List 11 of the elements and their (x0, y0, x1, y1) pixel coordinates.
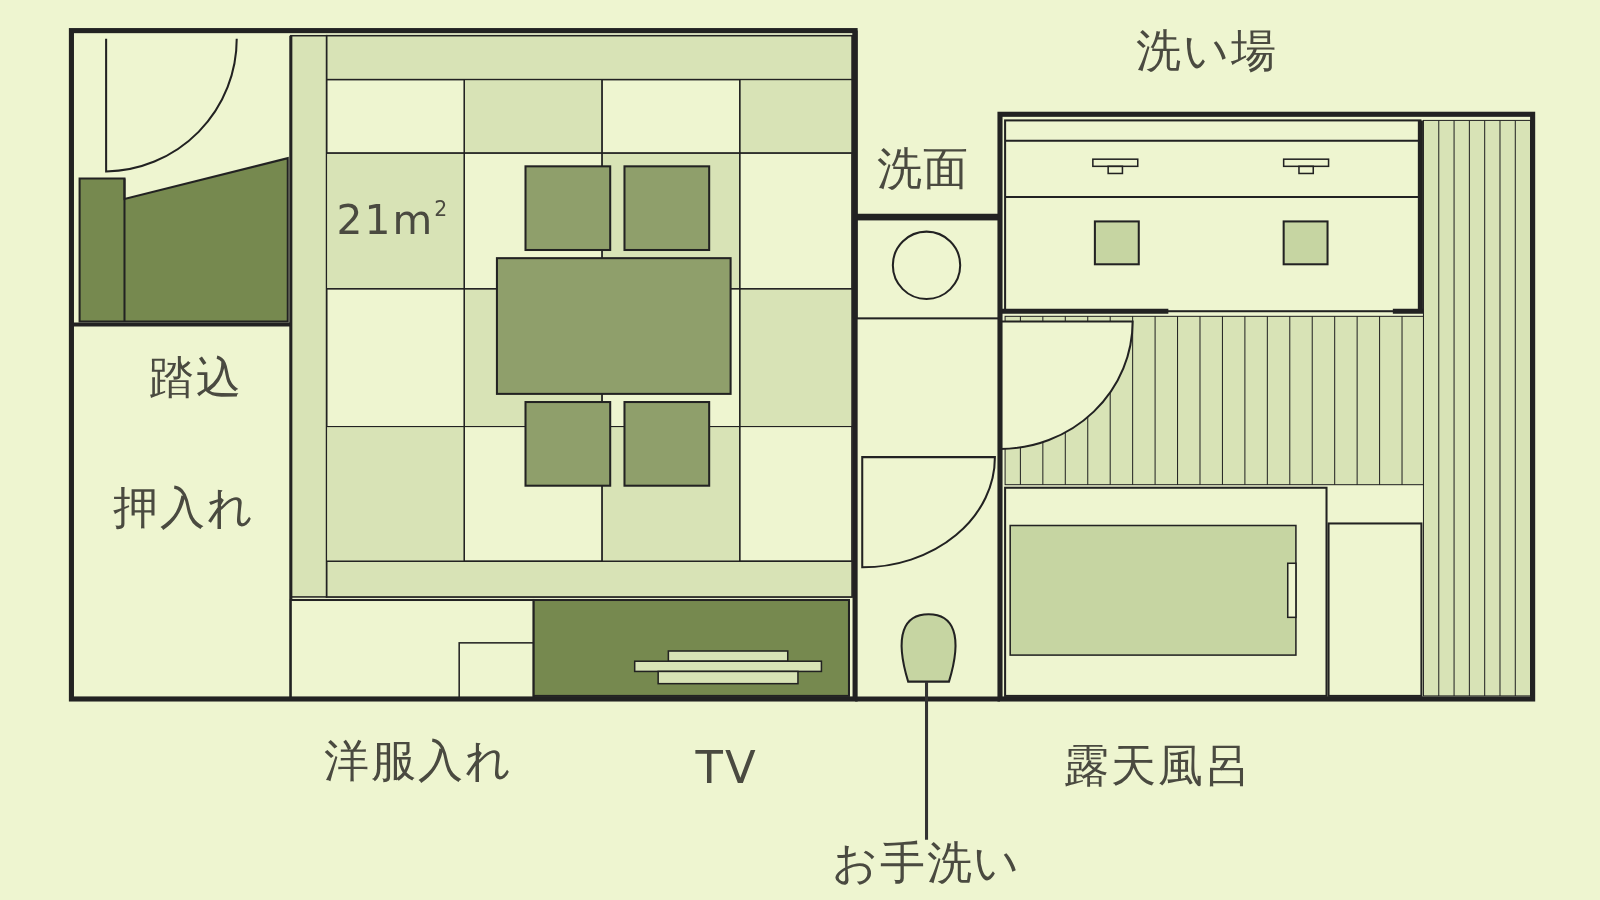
room-label: お手洗い (831, 839, 1022, 885)
toilet-drawing (900, 613, 957, 683)
leader-line (925, 681, 929, 840)
room-label: 洋服入れ (324, 737, 513, 783)
room-label: 押入れ (112, 485, 255, 531)
area-label: 洗い場 (1136, 28, 1279, 74)
room-label: 踏込 (149, 355, 243, 400)
area-label: 21m$^{2}$ (336, 198, 450, 241)
room-label: 露天風呂 (1064, 742, 1253, 788)
room-label: TV (695, 744, 758, 790)
area-label: 洗面 (876, 145, 971, 191)
